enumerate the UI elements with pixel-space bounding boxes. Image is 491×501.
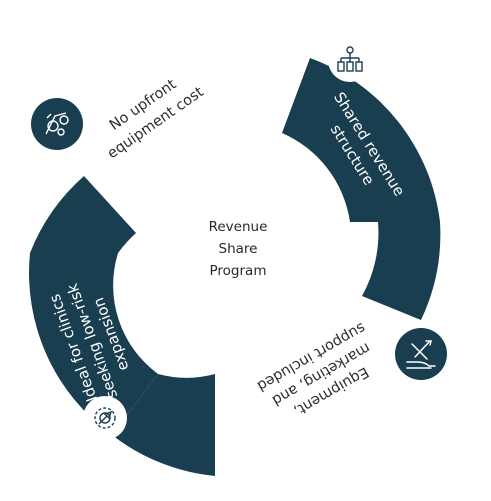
segment-arc-left-upper	[30, 176, 136, 253]
money-distribution-icon	[328, 38, 372, 82]
segment-arc-bottom	[112, 374, 215, 476]
segment-arc-revenue	[282, 58, 440, 222]
center-line-3: Program	[210, 263, 267, 279]
segment-label-support: Equipment, marketing, and support includ…	[254, 319, 373, 419]
medical-equipment-icon	[31, 98, 83, 150]
center-label: Revenue Share Program	[209, 219, 268, 279]
segment-label-upfront: No upfront equipment cost	[105, 76, 207, 162]
segment-arc-support	[362, 222, 441, 320]
center-line-1: Revenue	[209, 219, 268, 235]
segment-arc-clinics	[29, 253, 158, 435]
tools-hand-icon	[395, 328, 447, 380]
growth-target-icon	[83, 396, 127, 440]
center-line-2: Share	[219, 241, 258, 257]
